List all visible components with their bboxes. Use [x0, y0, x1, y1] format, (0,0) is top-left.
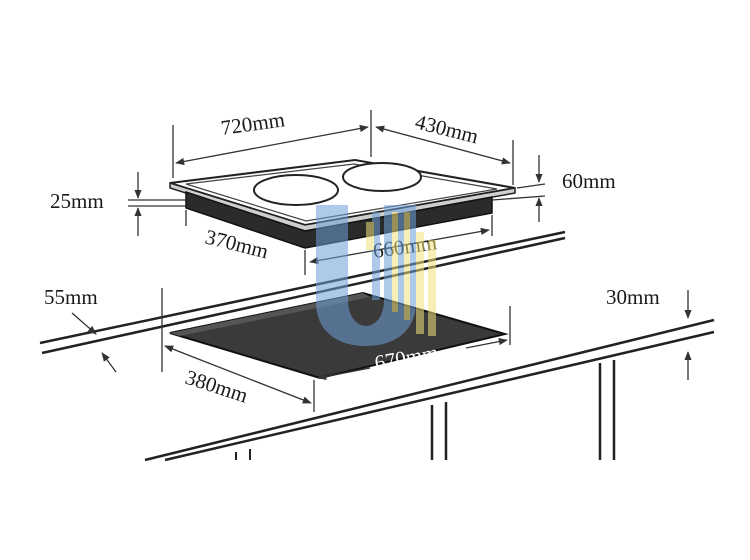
label-60mm: 60mm [562, 169, 616, 193]
dim-55: 55mm [44, 285, 117, 373]
label-55mm: 55mm [44, 285, 98, 309]
burner-right-icon [342, 162, 422, 192]
counter-back-edge-lower [41, 236, 566, 355]
label-30mm: 30mm [606, 285, 660, 309]
dim-60: 60mm [491, 155, 616, 222]
counter-front-edge-lower [164, 330, 715, 462]
burner-left-icon [253, 174, 339, 206]
dim-25: 25mm [50, 172, 186, 236]
label-25mm: 25mm [50, 189, 104, 213]
label-720mm: 720mm [219, 107, 286, 140]
counter-back-edge [39, 230, 566, 345]
label-380mm: 380mm [182, 365, 250, 408]
dim-30: 30mm [606, 285, 692, 380]
cooktop-glass-border [185, 163, 498, 222]
brand-watermark-icon [316, 205, 436, 346]
label-430mm: 430mm [413, 110, 481, 149]
counter-front-edge [144, 318, 715, 462]
